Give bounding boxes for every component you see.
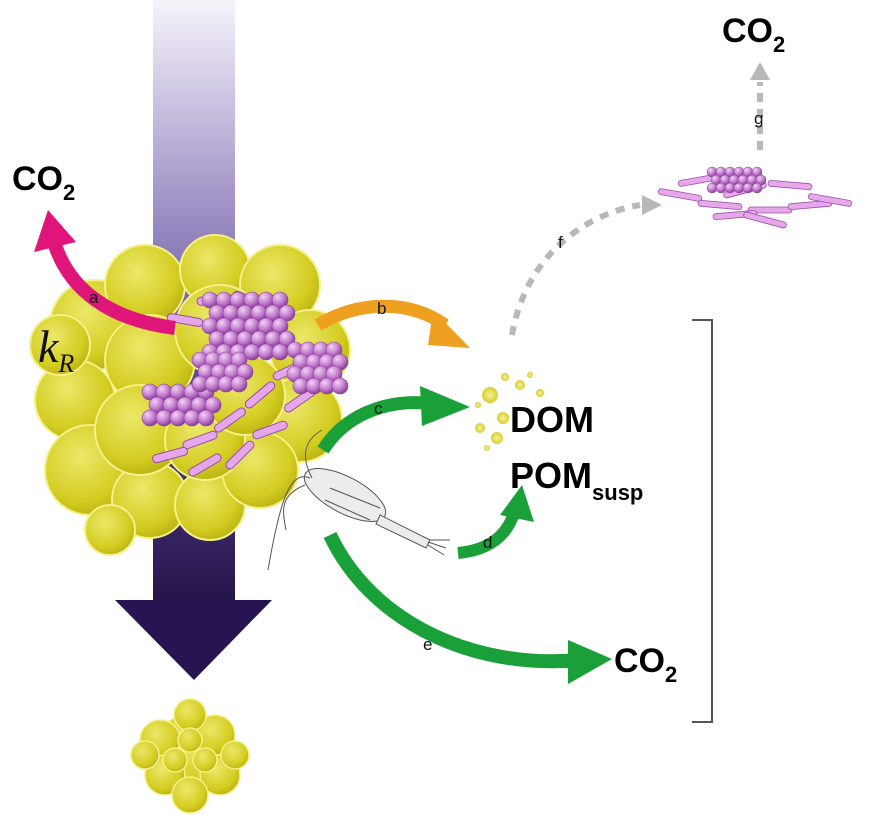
pathway-label-b: b — [377, 299, 386, 318]
small-aggregate-cell — [220, 740, 250, 770]
bacterium-rod — [252, 420, 288, 440]
co2-left-label: CO2 — [12, 160, 75, 205]
bacteria-colony — [141, 290, 349, 477]
kr-sub: R — [57, 349, 74, 378]
remote-bacterium-rod — [657, 188, 703, 202]
remote-bacterium-coccus — [733, 182, 745, 194]
remote-bacterium-coccus — [706, 182, 718, 194]
bacterium-rod — [188, 453, 222, 477]
bacterium-rod — [182, 430, 218, 450]
transport-arrow-g — [750, 62, 770, 150]
bacterium-coccus — [278, 304, 296, 322]
pathway-label-e: e — [423, 635, 432, 654]
bacterium-coccus — [155, 409, 173, 427]
co2-right-sub: 2 — [665, 662, 677, 687]
bacterium-coccus — [331, 377, 349, 395]
bacterium-coccus — [257, 343, 275, 361]
pom-sub: susp — [592, 480, 643, 505]
remote-bacterium-rod — [697, 199, 743, 211]
dom-particles — [475, 372, 544, 451]
solubilization-arrow-b — [314, 299, 470, 348]
copepod-icon — [267, 429, 450, 571]
bacterium-coccus — [141, 409, 159, 427]
co2-left-sub: 2 — [63, 180, 75, 205]
bacterium-coccus — [169, 409, 187, 427]
bacterium-rod — [151, 446, 189, 464]
pathway-label-g: g — [754, 109, 763, 128]
co2-top-label: CO2 — [722, 12, 785, 57]
fragmentation-arrow-c — [317, 386, 470, 454]
small-aggregate-cell — [173, 698, 207, 732]
kr-label: kR — [38, 321, 74, 378]
remote-bacterium-rod — [807, 193, 853, 207]
pom-label: POMsusp — [510, 455, 643, 505]
remote-bacterium-coccus — [751, 182, 763, 194]
bracket — [692, 319, 713, 723]
remote-bacteria-cluster — [657, 166, 853, 229]
small-aggregate — [130, 698, 250, 814]
zooplankton-release-arrow-d — [457, 485, 534, 559]
co2-top-sub: 2 — [773, 32, 785, 57]
pathway-label-f: f — [558, 233, 563, 252]
remote-bacterium-rod — [767, 179, 813, 191]
bacterium-coccus — [197, 409, 215, 427]
bacterium-coccus — [230, 375, 248, 393]
bacterium-coccus — [271, 317, 289, 335]
remote-bacterium-coccus — [742, 182, 754, 194]
pathway-label-a: a — [89, 288, 99, 307]
bacterium-coccus — [271, 343, 289, 361]
dom-label: DOM — [510, 399, 594, 440]
small-aggregate-cell — [162, 747, 188, 773]
respiration-arrow-a — [34, 210, 176, 335]
small-aggregate-cell — [130, 740, 160, 770]
small-aggregate-cell — [171, 776, 209, 814]
transport-arrow-f — [509, 195, 662, 336]
bacterium-coccus — [271, 291, 289, 309]
remote-bacterium-coccus — [724, 182, 736, 194]
remote-bacterium-rod — [747, 206, 793, 214]
zooplankton-respiration-arrow-e — [323, 532, 612, 684]
bacterium-rod — [214, 407, 246, 433]
bacterium-rod — [225, 440, 255, 470]
bacterium-coccus — [183, 409, 201, 427]
remote-bacterium-rod — [743, 211, 787, 229]
bacterium-rod — [244, 381, 276, 409]
small-aggregate-cell — [192, 747, 218, 773]
pathway-label-d: d — [483, 533, 492, 552]
bacterium-coccus — [204, 396, 222, 414]
remote-bacterium-coccus — [715, 182, 727, 194]
co2-right-label: CO2 — [614, 642, 677, 687]
small-aggregate-cell — [177, 727, 203, 753]
pathway-label-c: c — [374, 399, 383, 418]
